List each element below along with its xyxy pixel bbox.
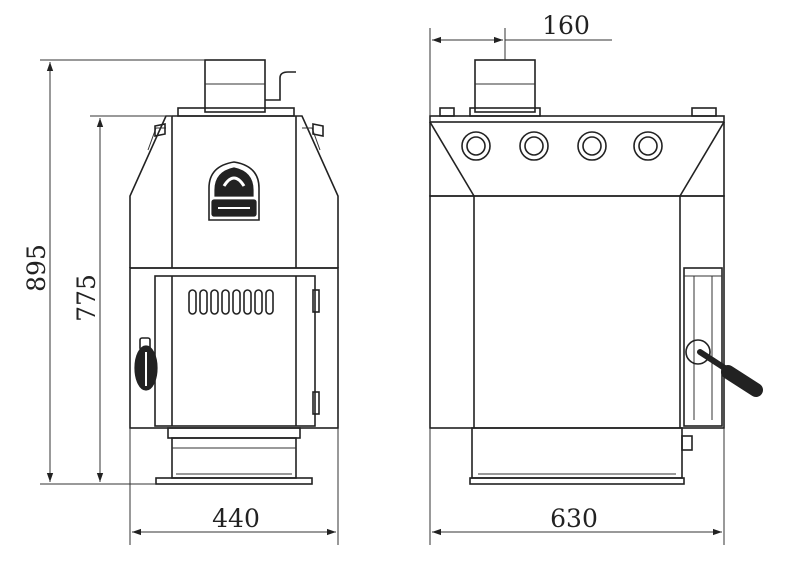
side-base: [469, 427, 693, 485]
front-view: [129, 59, 339, 485]
front-door-handle: [134, 337, 158, 391]
dim-total-height: 895: [22, 244, 51, 292]
side-round-ports: [461, 131, 663, 161]
side-view: [429, 59, 763, 485]
side-hood-top: [429, 115, 725, 123]
dim-front-width: 440: [212, 504, 260, 533]
front-door: [154, 275, 316, 427]
front-chimney-pipe: [204, 59, 266, 113]
side-chimney-pipe: [474, 59, 536, 113]
front-door-vents: [188, 289, 274, 315]
dim-flue-offset: 160: [542, 11, 590, 40]
side-door-handle: [685, 339, 763, 397]
dim-body-height: 775: [72, 274, 101, 322]
front-chimney-hook: [265, 71, 296, 101]
dimension-lines: [40, 28, 725, 545]
side-door-edge: [683, 267, 723, 427]
front-hood-emblem: [208, 161, 260, 221]
front-upper-hood: [129, 115, 339, 268]
dim-side-width: 630: [550, 504, 598, 533]
front-ash-pan: [155, 427, 313, 485]
